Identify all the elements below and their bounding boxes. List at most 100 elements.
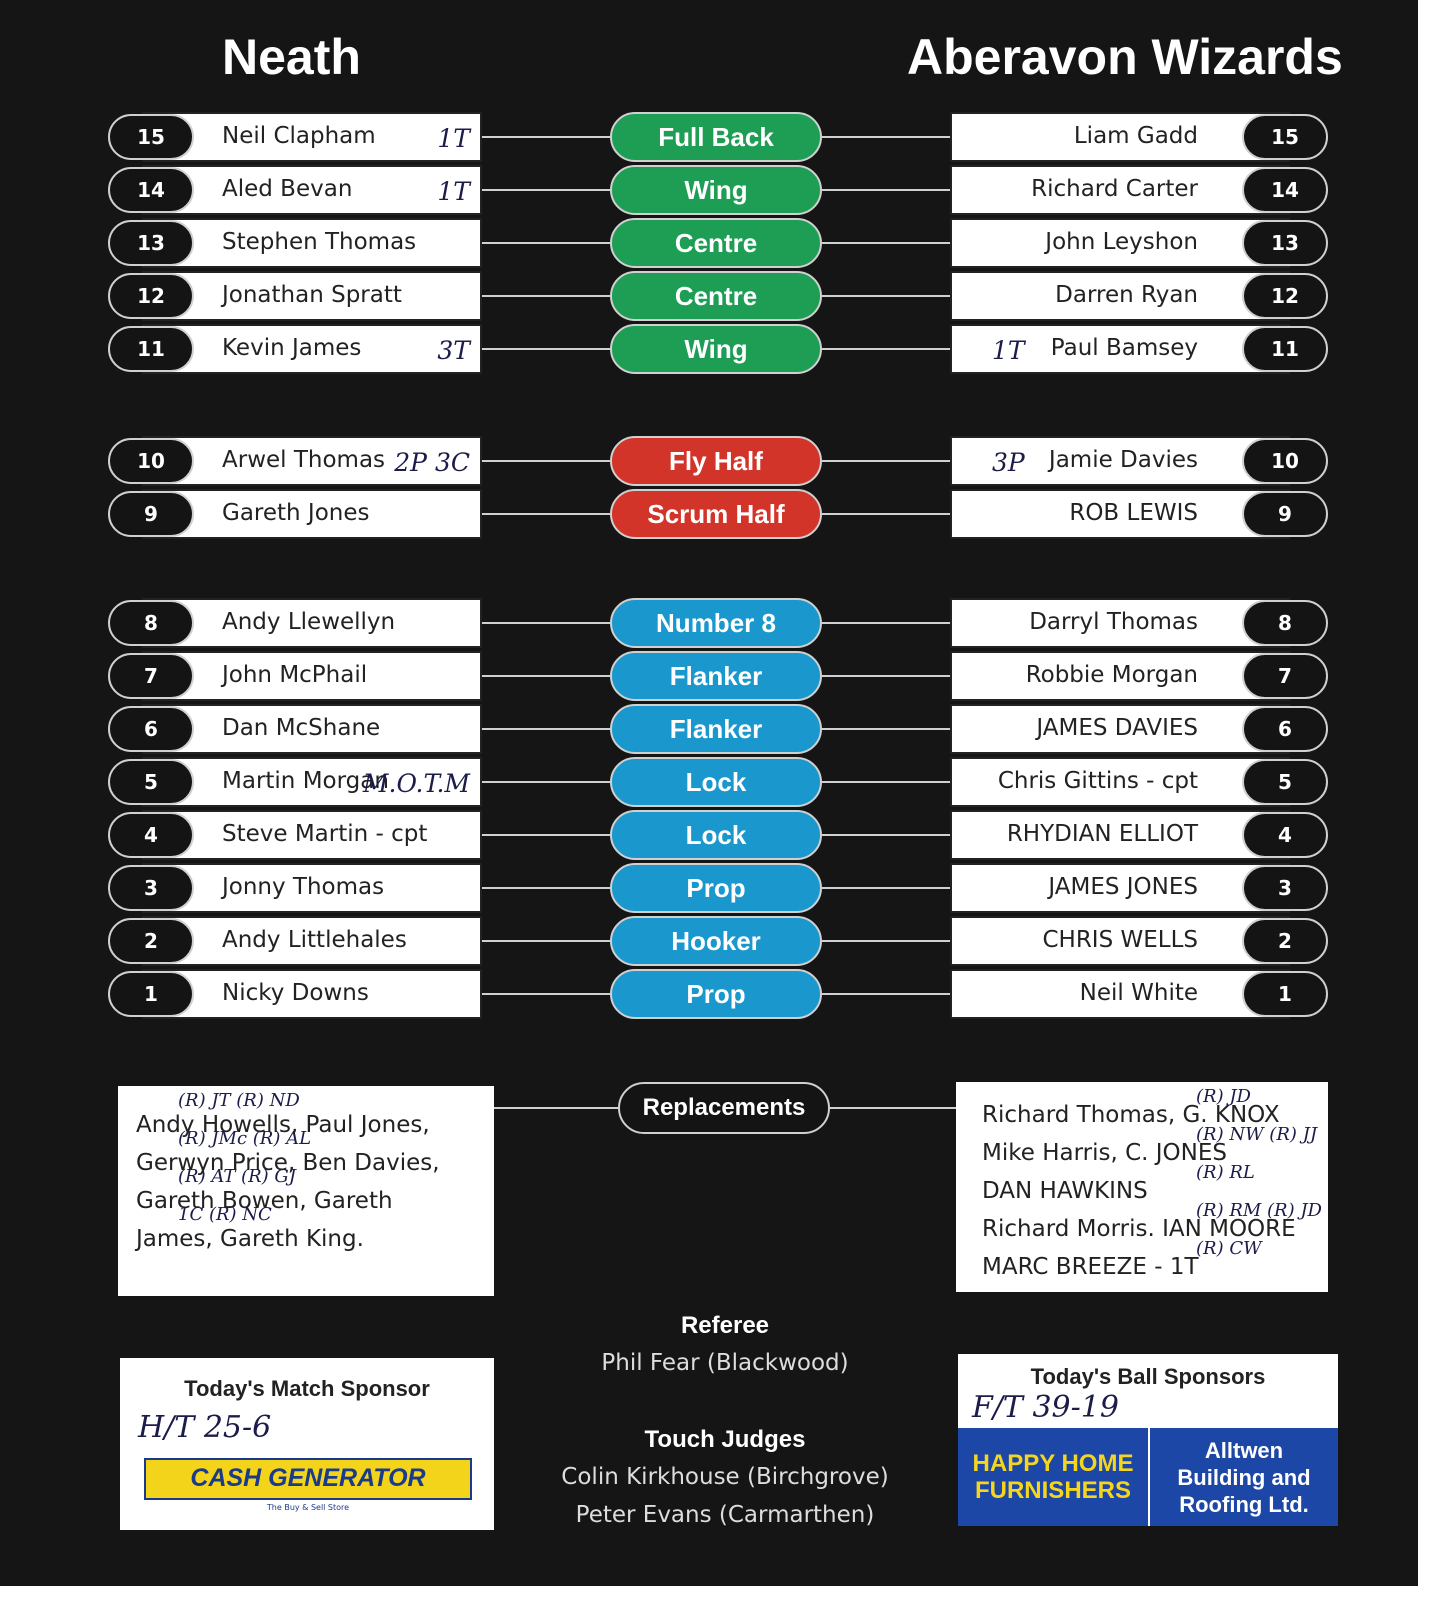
touch-judges-label: Touch Judges xyxy=(644,1426,806,1453)
home-player-number: 14 xyxy=(108,167,194,213)
away-player-number: 6 xyxy=(1242,706,1328,752)
connector-line xyxy=(822,189,950,191)
away-player-number: 3 xyxy=(1242,865,1328,911)
away-player-number: 13 xyxy=(1242,220,1328,266)
connector-line xyxy=(822,728,950,730)
connector-line xyxy=(482,242,610,244)
home-player-row: Jonathan Spratt xyxy=(142,271,482,321)
position-label: Number 8 xyxy=(610,598,822,648)
home-player-number: 13 xyxy=(108,220,194,266)
away-player-row: Robbie Morgan xyxy=(950,651,1290,701)
home-player-note: 1T xyxy=(437,124,470,153)
home-player-name: Neil Clapham xyxy=(222,123,376,149)
home-player-row: Andy Littlehales xyxy=(142,916,482,966)
connector-line xyxy=(822,887,950,889)
home-player-name: Andy Llewellyn xyxy=(222,609,396,635)
away-player-row: Darren Ryan xyxy=(950,271,1290,321)
home-player-name: Jonathan Spratt xyxy=(222,282,402,308)
connector-line xyxy=(822,622,950,624)
connector-line xyxy=(482,189,610,191)
away-player-name: ROB LEWIS xyxy=(1069,500,1198,526)
home-player-row: Kevin James 3T xyxy=(142,324,482,374)
home-player-name: Stephen Thomas xyxy=(222,229,417,255)
away-player-number: 7 xyxy=(1242,653,1328,699)
away-player-name: Darryl Thomas xyxy=(1029,609,1198,635)
connector-line xyxy=(830,1107,956,1109)
away-player-number: 11 xyxy=(1242,326,1328,372)
home-player-name: Steve Martin - cpt xyxy=(222,821,428,847)
away-player-row: Chris Gittins - cpt xyxy=(950,757,1290,807)
home-player-note: 2P 3C xyxy=(394,448,470,477)
away-player-name: Chris Gittins - cpt xyxy=(997,768,1198,794)
position-label: Flanker xyxy=(610,704,822,754)
ball-sponsor-title: Today's Ball Sponsors xyxy=(1030,1364,1266,1389)
connector-line xyxy=(822,513,950,515)
away-player-name: Darren Ryan xyxy=(1055,282,1198,308)
home-player-number: 10 xyxy=(108,438,194,484)
touch-judge-2: Peter Evans (Carmarthen) xyxy=(575,1502,875,1528)
away-player-note: 3P xyxy=(992,448,1025,477)
away-player-row: Neil White xyxy=(950,969,1290,1019)
away-player-row: Liam Gadd xyxy=(950,112,1290,162)
connector-line xyxy=(482,348,610,350)
away-player-number: 2 xyxy=(1242,918,1328,964)
away-player-number: 15 xyxy=(1242,114,1328,160)
home-player-row: Andy Llewellyn xyxy=(142,598,482,648)
cash-generator-logo-text: CASH GENERATOR xyxy=(190,1464,426,1492)
connector-line xyxy=(482,295,610,297)
home-player-number: 8 xyxy=(108,600,194,646)
ball-sponsor-panel: Today's Ball Sponsors F/T 39-19 HAPPY HO… xyxy=(958,1354,1338,1526)
home-player-note: 1T xyxy=(437,177,470,206)
position-label: Prop xyxy=(610,863,822,913)
connector-line xyxy=(482,781,610,783)
connector-line xyxy=(482,834,610,836)
away-player-name: JAMES JONES xyxy=(1048,874,1198,900)
away-replacements-text: Richard Thomas, G. KNOX Mike Harris, C. … xyxy=(982,1102,1296,1280)
away-player-row: ROB LEWIS xyxy=(950,489,1290,539)
connector-line xyxy=(482,136,610,138)
home-player-name: Dan McShane xyxy=(222,715,381,741)
home-player-number: 1 xyxy=(108,971,194,1017)
home-player-number: 6 xyxy=(108,706,194,752)
away-replacement-notes: (R) JD (R) NW (R) JJ (R) RL (R) RM (R) J… xyxy=(1196,1086,1322,1259)
connector-line xyxy=(822,675,950,677)
match-sponsor-panel: Today's Match Sponsor H/T 25-6 CASH GENE… xyxy=(120,1358,494,1530)
position-label: Full Back xyxy=(610,112,822,162)
position-label: Wing xyxy=(610,165,822,215)
home-player-number: 5 xyxy=(108,759,194,805)
home-player-name: Andy Littlehales xyxy=(222,927,407,953)
home-player-name: Kevin James xyxy=(222,335,362,361)
connector-line xyxy=(482,460,610,462)
home-player-name: Arwel Thomas xyxy=(222,447,386,473)
away-player-number: 9 xyxy=(1242,491,1328,537)
home-player-note: 3T xyxy=(437,336,470,365)
position-label: Scrum Half xyxy=(610,489,822,539)
away-player-name: Robbie Morgan xyxy=(1025,662,1198,688)
home-player-number: 3 xyxy=(108,865,194,911)
alltwen-logo: Alltwen Building and Roofing Ltd. xyxy=(1148,1428,1338,1526)
match-sponsor-title: Today's Match Sponsor xyxy=(184,1376,430,1401)
home-replacement-notes: (R) JT (R) ND (R) JMc (R) AL (R) AT (R) … xyxy=(178,1090,312,1225)
cash-generator-logo: CASH GENERATOR The Buy & Sell Store xyxy=(144,1458,472,1512)
away-player-note: 1T xyxy=(992,336,1025,365)
home-player-number: 7 xyxy=(108,653,194,699)
away-player-row: Richard Carter xyxy=(950,165,1290,215)
connector-line xyxy=(822,295,950,297)
away-player-row: RHYDIAN ELLIOT xyxy=(950,810,1290,860)
away-player-name: JAMES DAVIES xyxy=(1036,715,1198,741)
connector-line xyxy=(822,993,950,995)
home-replacements-text: Andy Howells, Paul Jones, Gerwyn Price, … xyxy=(136,1112,440,1252)
home-player-row: Dan McShane xyxy=(142,704,482,754)
connector-line xyxy=(822,136,950,138)
away-player-number: 12 xyxy=(1242,273,1328,319)
cash-generator-tagline: The Buy & Sell Store xyxy=(266,1503,350,1512)
home-player-name: Jonny Thomas xyxy=(222,874,385,900)
home-player-name: Nicky Downs xyxy=(222,980,369,1006)
referee-name: Phil Fear (Blackwood) xyxy=(601,1350,849,1376)
touch-judge-1: Colin Kirkhouse (Birchgrove) xyxy=(561,1464,889,1490)
connector-line xyxy=(482,513,610,515)
